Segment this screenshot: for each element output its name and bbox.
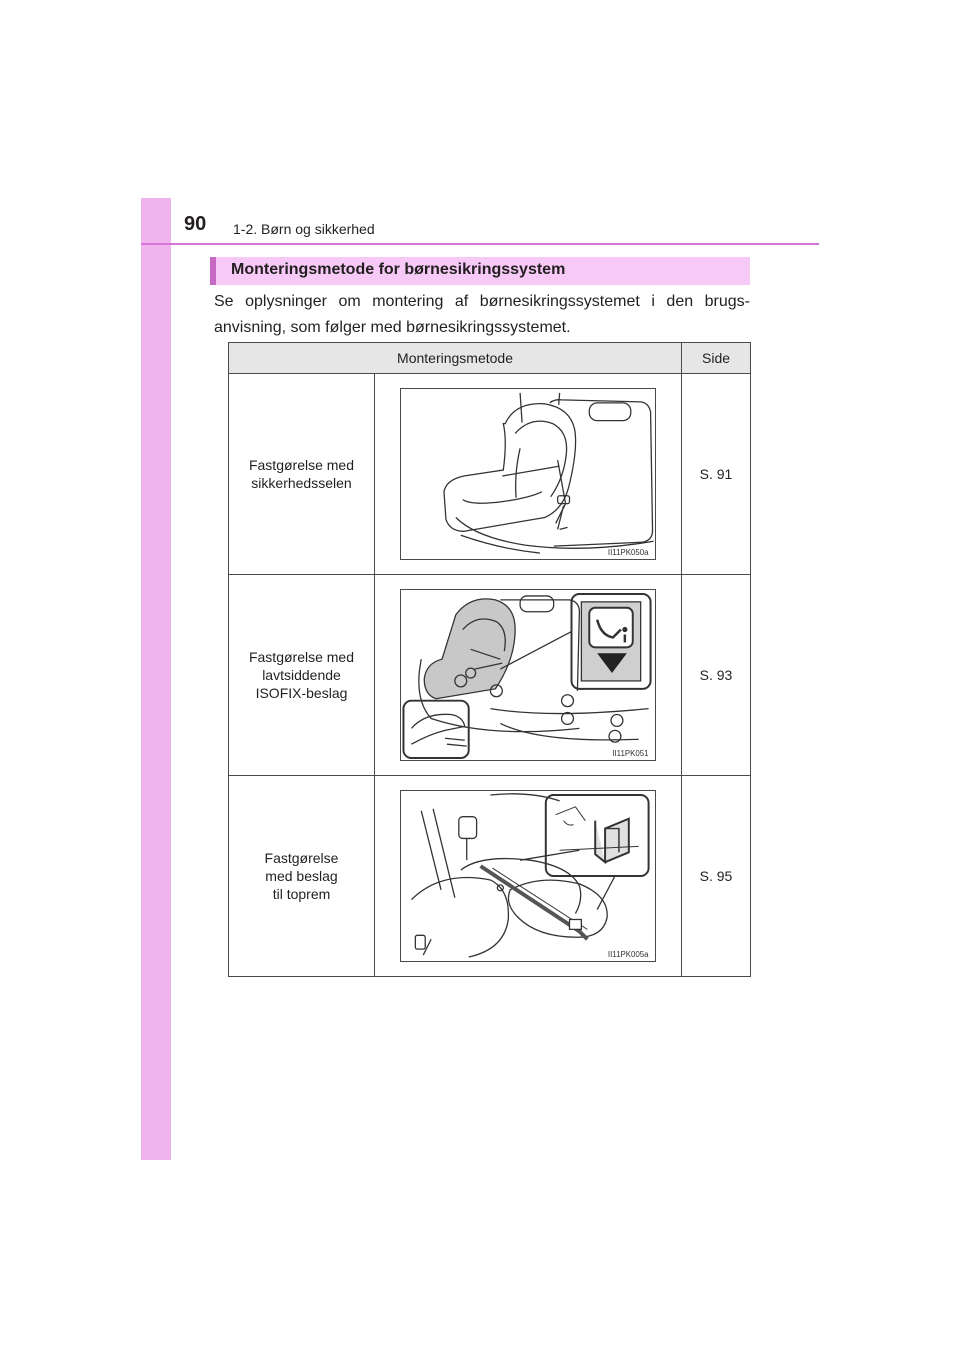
section-title: Monteringsmetode for børnesikringssystem	[231, 261, 566, 278]
chapter-title: 1-2. Børn og sikkerhed	[233, 221, 375, 237]
section-heading-box: Monteringsmetode for børnesikringssystem	[210, 257, 750, 285]
chapter-sidebar	[141, 198, 171, 1160]
table-row: Fastgørelse med beslag til toprem	[228, 775, 752, 977]
method-line: til toprem	[272, 886, 331, 902]
method-line: med beslag	[265, 868, 338, 884]
method-line: lavtsiddende	[262, 667, 341, 683]
figure-code: II11PK051	[612, 749, 648, 758]
illustration-cell: II11PK050a	[373, 373, 683, 575]
illustration-cell: II11PK005a	[373, 775, 683, 977]
page-number: 90	[184, 213, 207, 235]
isofix-anchor-illustration: II11PK051	[400, 589, 656, 761]
method-cell: Fastgørelse med lavtsiddende ISOFIX-besl…	[228, 574, 375, 776]
intro-paragraph: Se oplysninger om montering af børnesikr…	[214, 293, 750, 336]
method-cell: Fastgørelse med sikkerhedsselen	[228, 373, 375, 575]
figure-code: II11PK005a	[608, 950, 649, 959]
header-divider	[141, 243, 819, 245]
seatbelt-child-seat-illustration: II11PK050a	[400, 388, 656, 560]
method-line: sikkerhedsselen	[251, 475, 352, 491]
method-line: Fastgørelse	[264, 850, 339, 866]
table-row: Fastgørelse med sikkerhedsselen	[228, 373, 752, 575]
page-reference: S. 91	[681, 373, 752, 575]
page-reference: S. 93	[681, 574, 752, 776]
figure-code: II11PK050a	[608, 548, 649, 557]
method-line: ISOFIX-beslag	[255, 685, 348, 701]
method-cell: Fastgørelse med beslag til toprem	[228, 775, 375, 977]
method-line: Fastgørelse med	[248, 649, 355, 665]
table-row: Fastgørelse med lavtsiddende ISOFIX-besl…	[228, 574, 752, 776]
method-line: Fastgørelse med	[248, 457, 355, 473]
header-method: Monteringsmetode	[227, 342, 683, 374]
table-header-row: Monteringsmetode Side	[227, 342, 752, 374]
illustration-cell: II11PK051	[373, 574, 683, 776]
installation-methods-table: Monteringsmetode Side Fastgørelse med si…	[227, 342, 752, 977]
page-reference: S. 95	[681, 775, 752, 977]
header-page: Side	[681, 342, 752, 374]
top-tether-illustration: II11PK005a	[400, 790, 656, 962]
